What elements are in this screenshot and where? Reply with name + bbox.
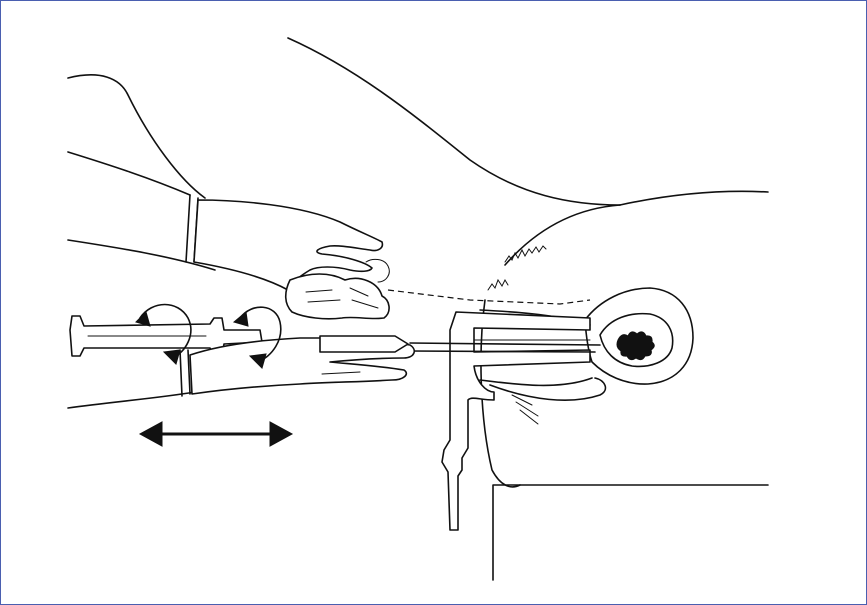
cannula	[410, 343, 600, 345]
lower-arm-sleeve-bottom	[68, 392, 195, 408]
lower-arm-sleeve-top	[68, 240, 215, 270]
uterine-contents	[617, 332, 654, 360]
syringe-hub	[320, 336, 408, 352]
rectum-outline	[490, 378, 605, 400]
upper-gloved-hand	[194, 200, 382, 290]
upper-hand-fingers	[286, 274, 389, 319]
upper-arm-sleeve-bottom	[68, 152, 190, 195]
rectal-folds	[512, 395, 538, 424]
tenaculum-dashed	[388, 290, 590, 304]
table-edge	[493, 485, 768, 580]
cannula-lower	[410, 351, 595, 352]
rotation-arrow-head-left	[164, 350, 180, 364]
double-headed-arrow-icon	[140, 422, 292, 446]
patient-abdomen-outline	[620, 191, 768, 205]
patient-buttock-outline	[505, 205, 620, 265]
patient-thigh-outline	[288, 38, 620, 205]
lower-glove-cuff	[180, 350, 190, 396]
upper-arm-sleeve-top	[68, 75, 205, 198]
rotation-arrow-tail-right	[234, 312, 248, 326]
vaginal-wall-lower	[480, 378, 592, 385]
